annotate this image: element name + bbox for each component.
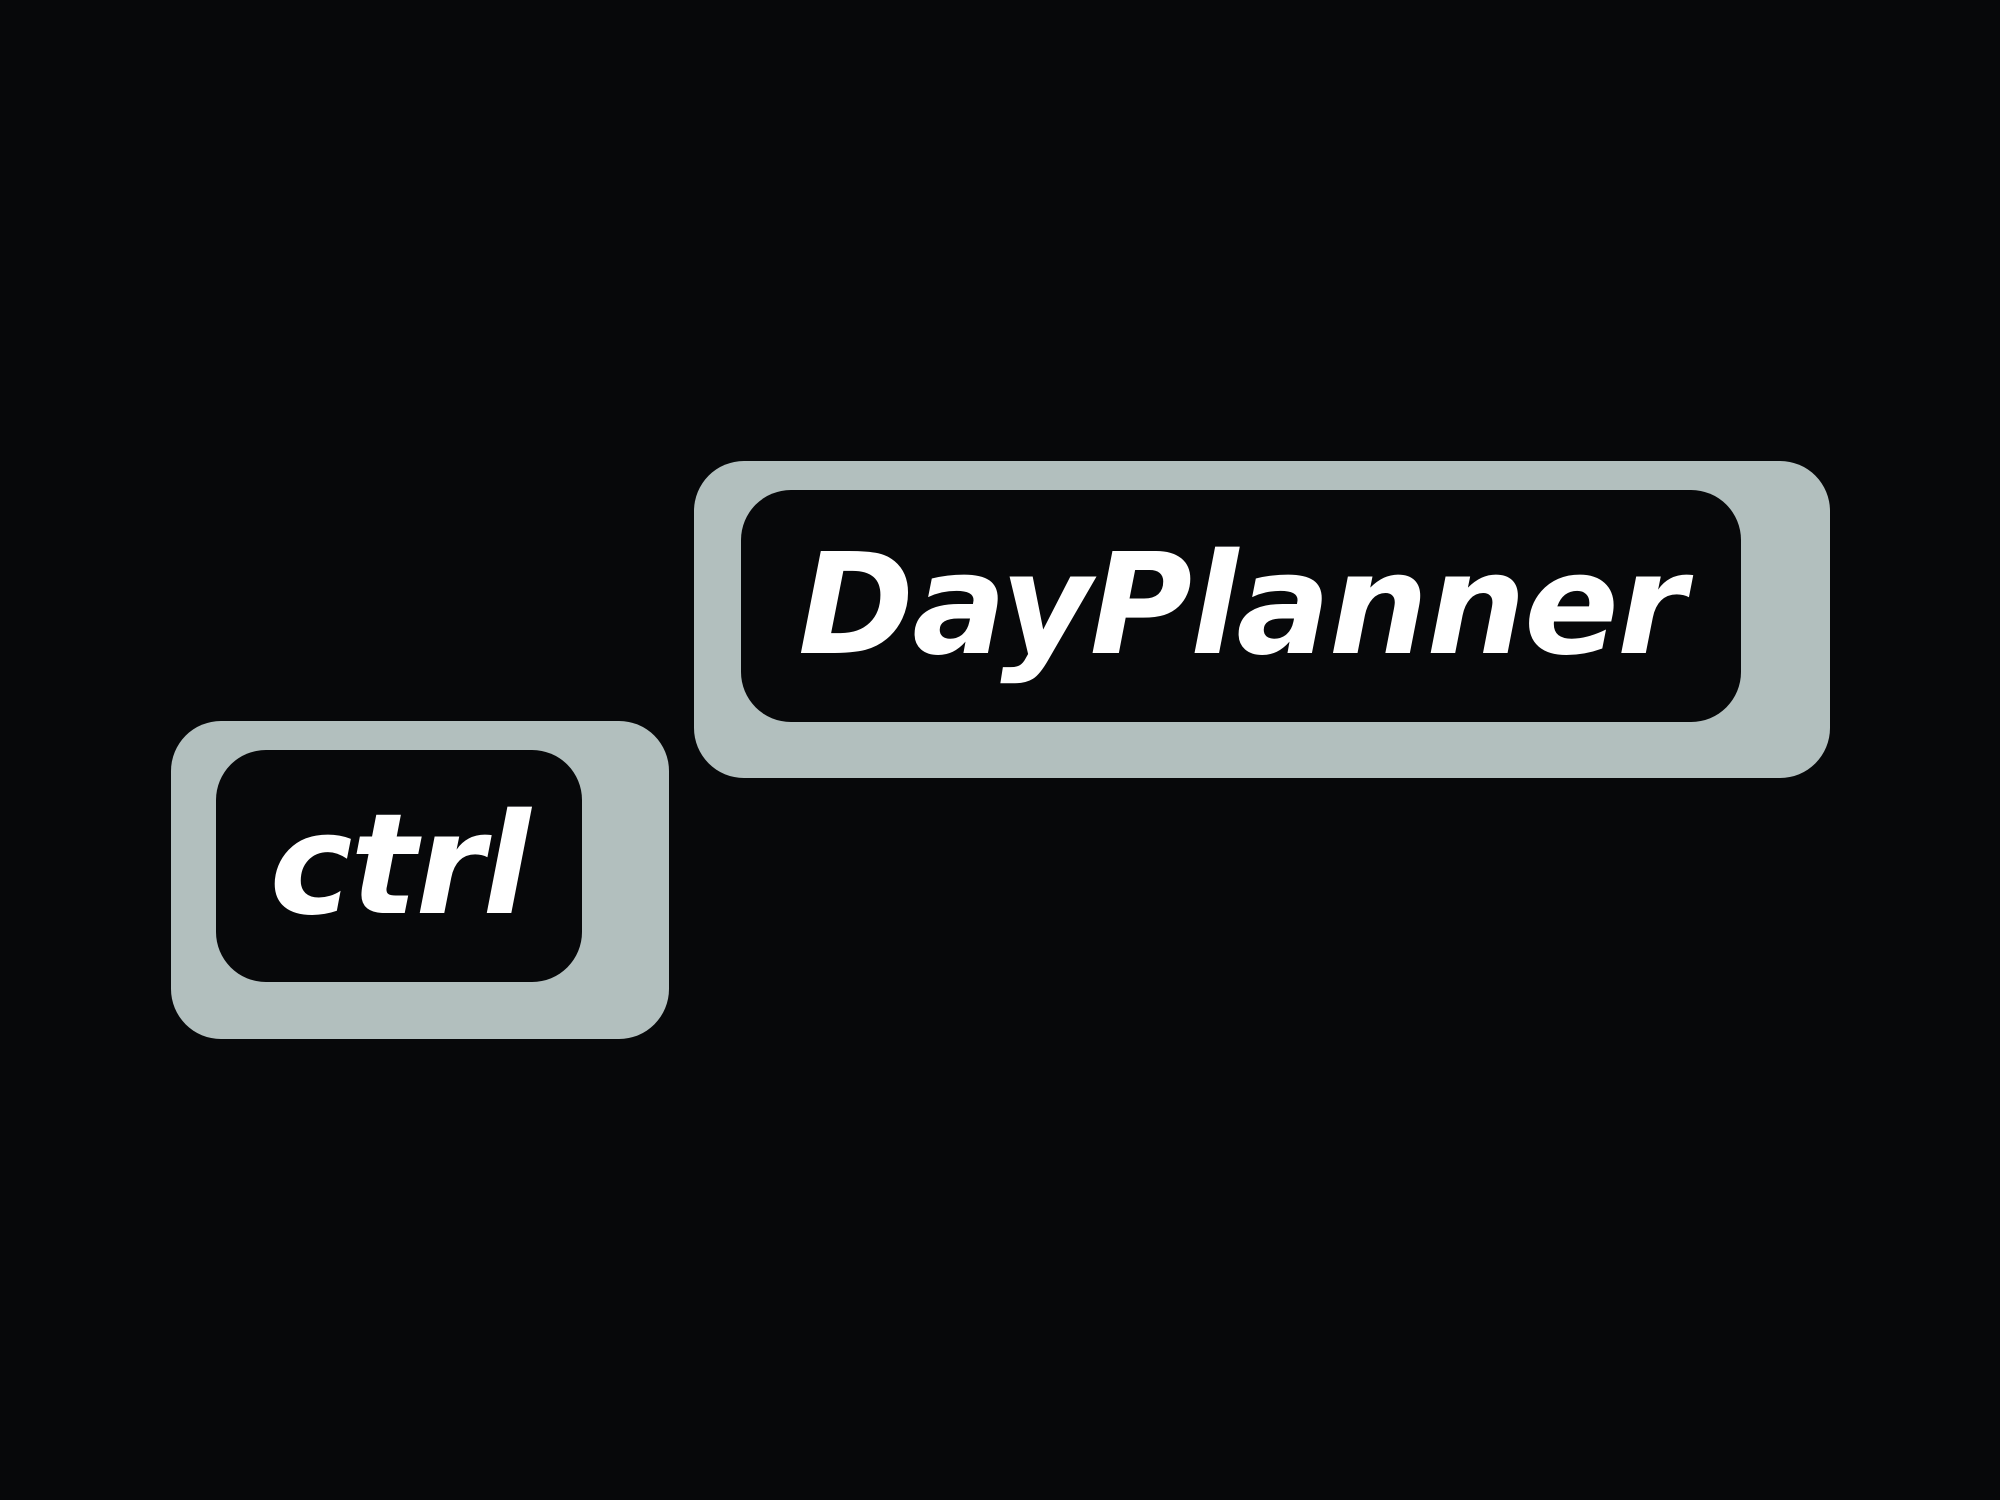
dayplanner-key-label: DayPlanner	[797, 524, 1686, 687]
dayplanner-key: DayPlanner	[694, 461, 1830, 778]
ctrl-key-cap: ctrl	[216, 750, 582, 982]
dayplanner-key-cap: DayPlanner	[741, 490, 1741, 722]
ctrl-key-label: ctrl	[269, 784, 531, 947]
ctrl-key: ctrl	[171, 721, 669, 1039]
